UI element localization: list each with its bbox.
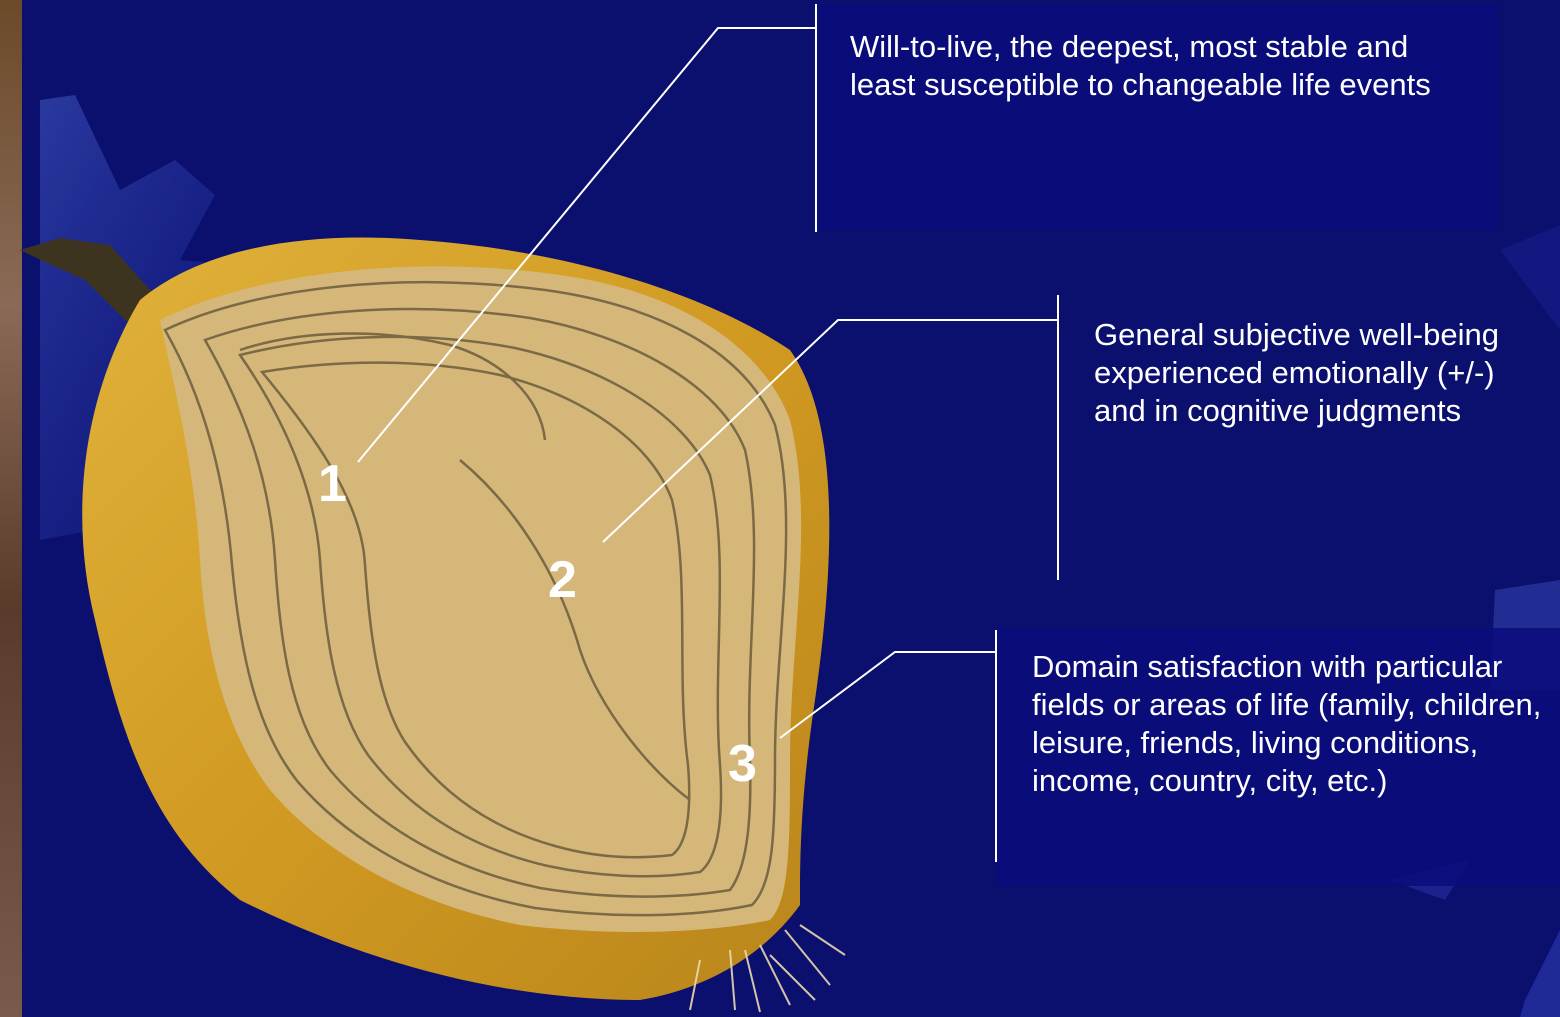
layer-1-description: Will-to-live, the deepest, most stable a… [850,28,1470,104]
layer-number-3: 3 [728,738,757,790]
layer-number-2: 2 [548,554,577,606]
layer-number-1: 1 [318,458,347,510]
left-photo-strip [0,0,22,1017]
layer-3-description: Domain satisfaction with particular fiel… [1032,648,1552,800]
layer-2-description: General subjective well-being experience… [1094,316,1554,430]
